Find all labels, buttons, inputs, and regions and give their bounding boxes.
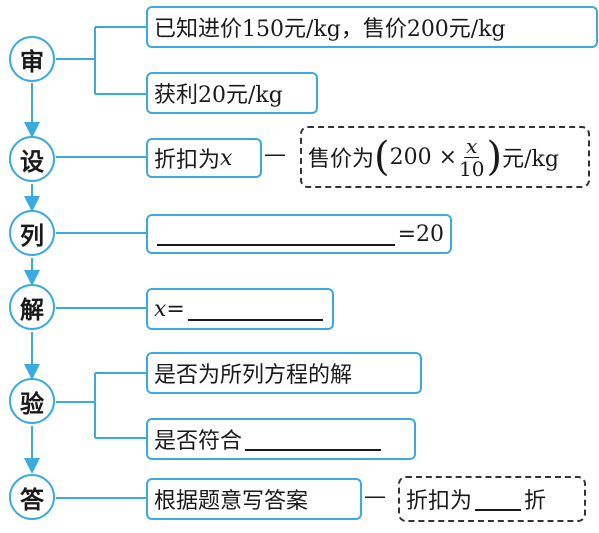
step-jie: 解 xyxy=(9,284,55,330)
she-price-box: 售价为 ( 200 × x 10 ) 元/kg xyxy=(300,126,590,188)
yan-q2-text: 是否符合 xyxy=(154,429,243,454)
lie-suffix: =20 xyxy=(397,221,444,247)
step-lie: 列 xyxy=(9,210,55,256)
fraction-numerator: x xyxy=(464,133,480,158)
yan-q1-box: 是否为所列方程的解 xyxy=(146,352,422,394)
open-paren: ( xyxy=(374,134,390,180)
she-price-prefix: 售价为 xyxy=(308,147,375,172)
step-she: 设 xyxy=(9,136,55,182)
jie-eq: = xyxy=(166,296,185,322)
da-dash: — xyxy=(364,484,386,509)
shen-profit-text: 获利20元/kg xyxy=(154,83,283,108)
she-text: 折扣为 xyxy=(154,148,221,173)
step-shen: 审 xyxy=(9,36,55,82)
step-yan: 验 xyxy=(9,378,55,424)
lie-blank[interactable] xyxy=(157,222,395,246)
she-price-factor: 200 × xyxy=(389,144,458,170)
jie-var: x xyxy=(154,296,167,322)
she-price-unit: 元/kg xyxy=(502,147,559,172)
lie-box[interactable]: =20 xyxy=(146,214,452,254)
shen-given-box: 已知进价150元/kg，售价200元/kg xyxy=(146,6,598,48)
da-answer-blank[interactable] xyxy=(475,487,522,511)
da-answer-suffix: 折 xyxy=(524,489,547,514)
fraction-denominator: 10 xyxy=(459,156,485,181)
yan-q2-box[interactable]: 是否符合 xyxy=(146,418,416,460)
jie-box[interactable]: x = xyxy=(146,288,334,330)
she-dash: — xyxy=(264,142,286,167)
jie-blank[interactable] xyxy=(187,297,323,321)
yan-q1-text: 是否为所列方程的解 xyxy=(154,363,353,388)
step-da: 答 xyxy=(9,474,55,520)
bracket-yan xyxy=(56,372,146,439)
close-paren: ) xyxy=(486,134,503,180)
bracket-shen xyxy=(56,26,146,95)
yan-q2-blank[interactable] xyxy=(245,427,382,451)
she-var: x xyxy=(220,145,233,171)
da-box: 根据题意写答案 xyxy=(146,478,362,520)
da-answer-box[interactable]: 折扣为 折 xyxy=(398,476,586,522)
da-text: 根据题意写答案 xyxy=(154,489,309,514)
fraction: x 10 xyxy=(459,135,484,180)
shen-profit-box: 获利20元/kg xyxy=(146,72,318,114)
da-answer-prefix: 折扣为 xyxy=(406,489,473,514)
shen-given-text: 已知进价150元/kg，售价200元/kg xyxy=(154,17,506,42)
